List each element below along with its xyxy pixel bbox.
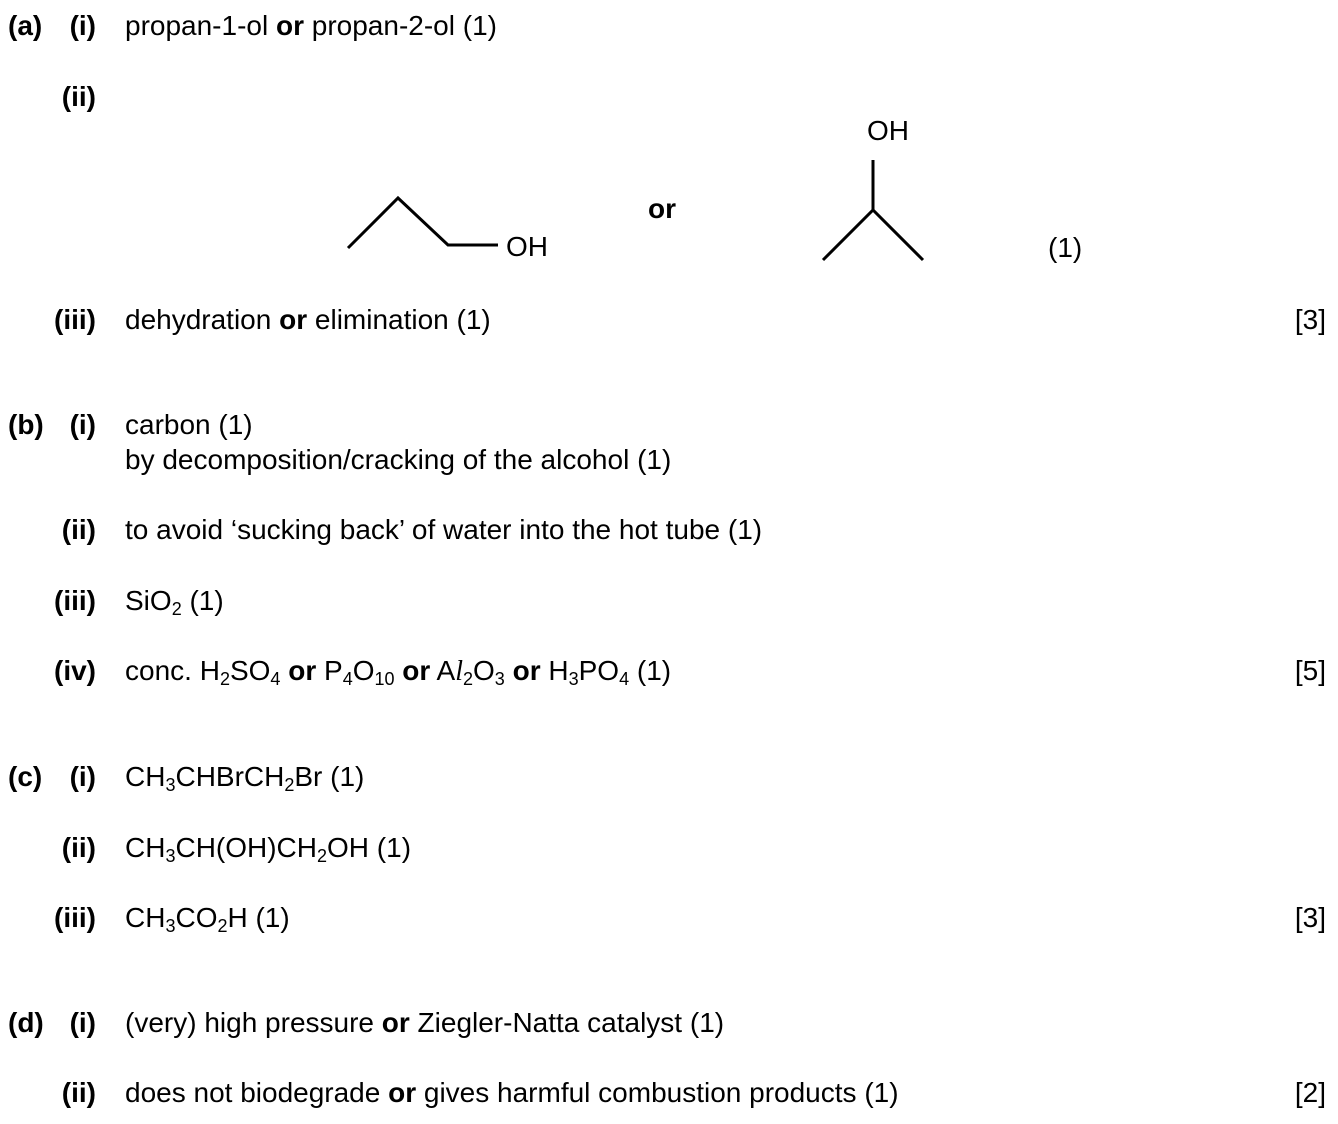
propan-1-ol-structure — [346, 195, 498, 250]
b-iv-answer: conc. H2SO4 or P4O10 or Al2O3 or H3PO4 (… — [125, 655, 672, 689]
c-i-label: (i) — [69, 761, 96, 792]
c-i-answer: CH3CHBrCH2Br (1) — [125, 761, 365, 795]
b-ii-label: (ii) — [61, 514, 96, 545]
propan-2-ol-structure — [821, 160, 925, 262]
propan-2-ol-carbon-bonds — [821, 207, 925, 262]
a-iii-answer: dehydration or elimination (1) — [125, 304, 491, 335]
part-a-label: (a) — [8, 10, 43, 41]
c-iii-answer: CH3CO2H (1) — [125, 902, 290, 936]
a-ii-label: (ii) — [61, 81, 96, 112]
propan-1-ol-oh-label: OH — [506, 231, 548, 262]
b-iv-label: (iv) — [54, 655, 96, 686]
a-iii-label: (iii) — [54, 304, 96, 335]
b-i-answer-line1: carbon (1) — [125, 409, 253, 440]
b-i-label: (i) — [69, 409, 96, 440]
b-iii-answer: SiO2 (1) — [125, 585, 224, 619]
b-ii-answer: to avoid ‘sucking back’ of water into th… — [125, 514, 763, 545]
part-c-label: (c) — [8, 761, 43, 792]
d-total-marks: [2] — [1294, 1077, 1326, 1108]
d-ii-answer: does not biodegrade or gives harmful com… — [125, 1077, 899, 1108]
propan-2-ol-oh-label: OH — [867, 115, 909, 146]
a-total-marks: [3] — [1294, 304, 1326, 335]
b-iii-label: (iii) — [54, 585, 96, 616]
a-ii-or: or — [648, 193, 676, 224]
a-i-label: (i) — [69, 10, 96, 41]
part-d-label: (d) — [8, 1007, 44, 1038]
c-ii-answer: CH3CH(OH)CH2OH (1) — [125, 832, 412, 866]
d-ii-label: (ii) — [61, 1077, 96, 1108]
a-ii-mark: (1) — [1048, 232, 1083, 263]
c-ii-label: (ii) — [61, 832, 96, 863]
d-i-answer: (very) high pressure or Ziegler-Natta ca… — [125, 1007, 725, 1038]
propan-1-ol-bonds — [346, 195, 498, 250]
a-i-answer: propan-1-ol or propan-2-ol (1) — [125, 10, 497, 41]
c-iii-label: (iii) — [54, 902, 96, 933]
part-b-label: (b) — [8, 409, 44, 440]
d-i-label: (i) — [69, 1007, 96, 1038]
c-total-marks: [3] — [1294, 902, 1326, 933]
b-i-answer-line2: by decomposition/cracking of the alcohol… — [125, 444, 672, 475]
b-total-marks: [5] — [1294, 655, 1326, 686]
